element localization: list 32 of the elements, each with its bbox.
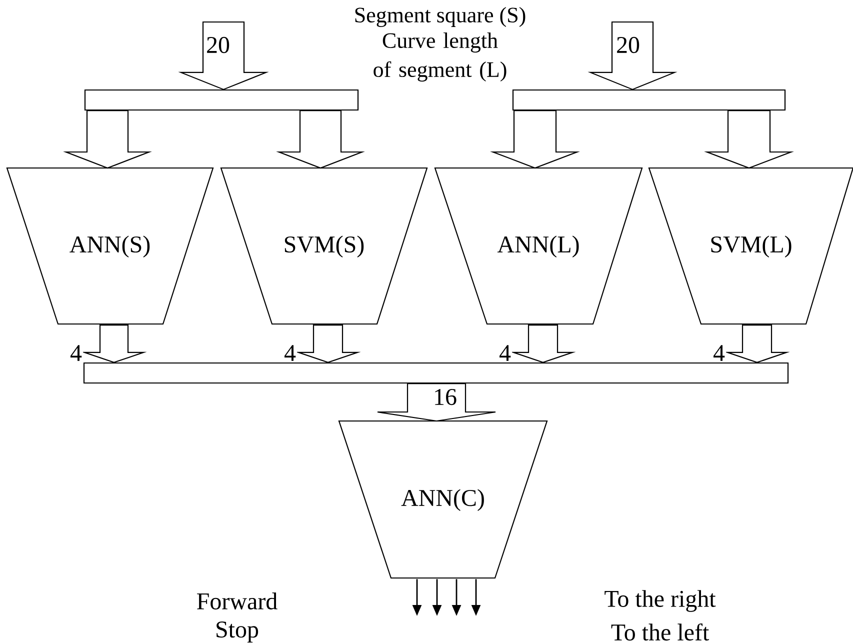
text-label: Segment square (S) [355,7,526,27]
block-arrow [510,324,576,364]
text-label: To the left [611,623,710,641]
block-arrow [63,110,152,169]
block-arrow [295,324,361,364]
block-arrow [724,324,790,364]
block-arrow [490,110,580,169]
bar [83,362,789,384]
block-arrow [588,21,678,90]
text-label: Forward [197,592,278,610]
edge-label: 4 [284,345,296,361]
edge-label: 4 [713,345,725,361]
bar [512,89,786,111]
block-arrow [276,110,365,169]
edge-label: 16 [435,388,456,406]
block-arrow [376,383,496,422]
block-arrow [81,324,147,364]
block-arrow [704,110,794,169]
trapezoid-block: ANN(S) [6,167,214,325]
text-label: Stop [216,622,258,642]
trapezoid-block: ANN(C) [338,420,548,579]
text-label: Curve length of segment (L) [374,32,506,82]
trapezoid-block: SVM(L) [648,167,853,325]
edge-label: 20 [617,36,640,54]
edge-label: 20 [207,36,230,54]
block-arrow [178,21,269,90]
text-label: To the right [604,590,716,612]
edge-label: 4 [70,345,82,361]
trapezoid-block: SVM(S) [220,167,428,325]
bar [84,89,359,111]
trapezoid-block: ANN(L) [434,167,643,325]
edge-label: 4 [499,345,511,361]
